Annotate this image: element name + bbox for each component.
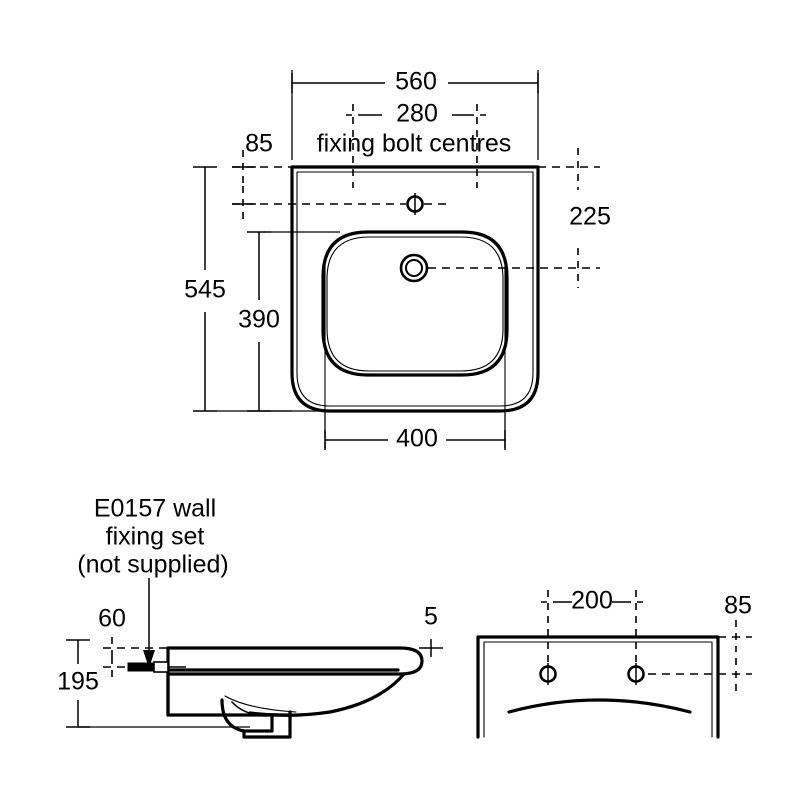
dim-label-195: 195	[57, 668, 99, 696]
basin-bowl-outline	[321, 230, 509, 377]
basin-side-bowl-underside	[248, 672, 406, 717]
dim-label-390: 390	[238, 306, 280, 334]
dim-overall-width-560: 560	[291, 68, 539, 160]
rear-outer-outline	[476, 635, 720, 739]
dim-label-200: 200	[571, 587, 613, 615]
basin-side-trap-highlight	[224, 695, 297, 713]
dim-rear-edge-offset-85: 85	[724, 592, 752, 620]
front-elevation-group: 560 280 fixing bolt centres 85 225	[184, 68, 611, 453]
wall-fixing-bolt	[127, 661, 186, 673]
dim-top-to-fixing-60: 60	[98, 605, 168, 678]
rear-fixing-hole-right	[627, 663, 645, 685]
basin-side-outline	[166, 646, 424, 717]
dim-label-5: 5	[424, 603, 438, 631]
waste-outlet	[399, 253, 429, 283]
fixing-bolt-centres-label: fixing bolt centres	[317, 130, 512, 158]
dim-label-545: 545	[184, 276, 226, 304]
rear-fixing-hole-left	[539, 663, 557, 685]
fixing-set-leader-arrow	[143, 578, 155, 668]
dim-rim-thickness-5: 5	[419, 603, 443, 657]
rear-inner-edge	[483, 641, 713, 738]
dim-overall-depth-195: 195	[57, 639, 99, 728]
side-elevation-group: E0157 wall fixing set (not supplied) 60 …	[57, 495, 443, 739]
basin-bowl-inner-edge	[326, 236, 504, 372]
dim-label-60: 60	[98, 605, 126, 633]
rear-bowl-contour	[507, 698, 692, 714]
dim-label-85-front: 85	[245, 130, 273, 158]
dim-label-560: 560	[395, 68, 437, 96]
dim-label-225: 225	[569, 203, 611, 231]
basin-outer-inner-edge	[296, 171, 534, 407]
dim-label-85-rear: 85	[724, 592, 752, 620]
fixing-set-note-line-3: (not supplied)	[77, 551, 228, 579]
dim-label-400: 400	[396, 425, 438, 453]
dim-bowl-height-390: 390	[238, 231, 340, 412]
basin-side-waste-trap-inner	[231, 701, 267, 717]
rear-elevation-group: 200 85	[476, 587, 752, 739]
dim-top-to-bolt-85: 85	[232, 130, 273, 205]
dim-rear-bolt-centres-200: 200	[541, 587, 643, 615]
fixing-set-note-line-1: E0157 wall	[94, 495, 216, 523]
dim-bolt-to-waste-225: 225	[569, 203, 611, 231]
basin-side-waste-outlet	[242, 710, 292, 739]
tap-hole	[406, 193, 424, 215]
fixing-set-note-line-2: fixing set	[106, 523, 205, 551]
basin-outer-outline	[290, 165, 540, 413]
dim-bolt-centres-280: 280	[346, 100, 486, 128]
dim-bowl-width-400: 400	[324, 411, 506, 453]
dim-label-280: 280	[396, 100, 438, 128]
